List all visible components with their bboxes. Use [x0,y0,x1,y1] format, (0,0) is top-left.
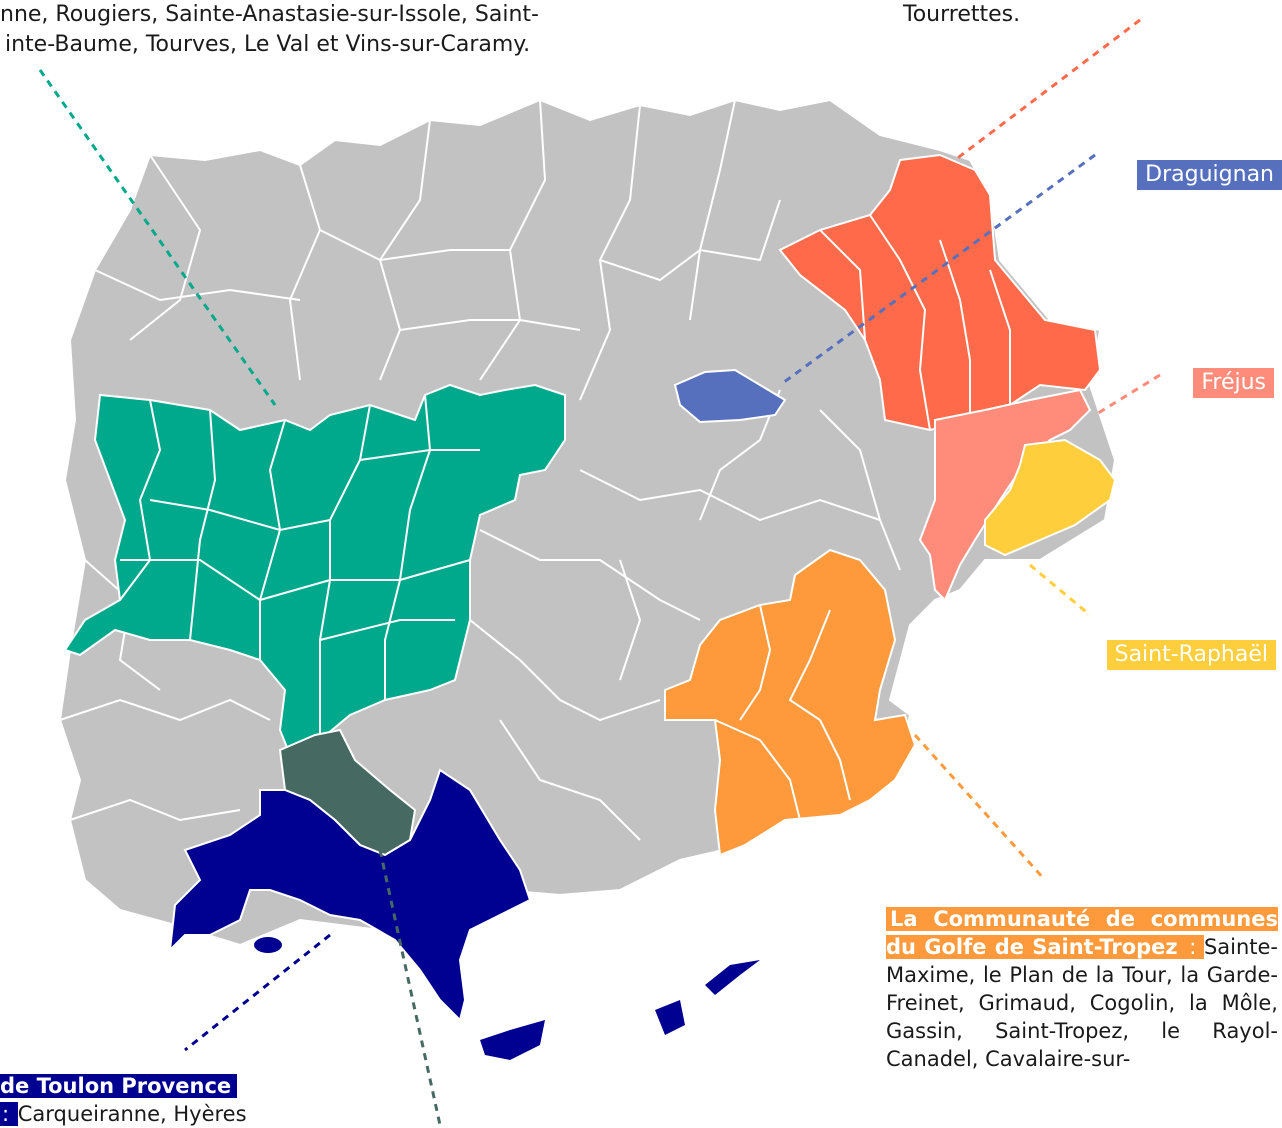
leader-golfe [913,733,1047,882]
island-toulon-1 [254,937,282,953]
leader-frejus [1094,373,1161,417]
provence-verte-caption: nne, Rougiers, Sainte-Anastasie-sur-Isso… [0,0,615,60]
toulon-provence-caption: de Toulon Provence : Carqueiranne, Hyère… [0,1072,420,1128]
region-draguignan [673,368,787,424]
leader-toulon-sub [378,849,442,1125]
leader-toulon [184,933,331,1052]
island-levant [705,960,760,995]
toulon-separator: : [0,1102,18,1126]
leader-provence-verte [38,69,277,406]
golfe-saint-tropez-caption: La Communauté de communes du Golfe de Sa… [886,905,1278,1073]
region-golfe-saint-tropez [664,548,917,857]
provence-verte-borders [119,394,480,740]
region-provence-verte [63,383,566,757]
leader-saint-raphael [1029,563,1091,617]
golfe-separator: : [1181,935,1204,959]
toulon-heading: de Toulon Provence [0,1074,238,1098]
provence-verte-caption-line2: inte-Baume, Tourves, Le Val et Vins-sur-… [5,32,531,57]
label-frejus: Fréjus [1193,368,1274,398]
esterel-caption: Tourrettes. [903,2,1021,27]
toulon-members: Carqueiranne, Hyères [17,1102,247,1126]
label-saint-raphael: Saint-Raphaël [1106,640,1276,670]
leader-lines [38,18,1161,1125]
esterel-borders [819,214,1011,431]
island-port-cros [655,1000,685,1035]
provence-verte-caption-line1: nne, Rougiers, Sainte-Anastasie-sur-Isso… [0,2,539,27]
label-draguignan: Draguignan [1137,160,1282,190]
island-porquerolles [480,1020,545,1060]
region-toulon-provence [168,768,532,1022]
leader-draguignan [779,153,1096,387]
leader-esterel [954,18,1141,162]
golfe-borders [714,604,851,821]
region-saint-raphael [984,438,1117,557]
golfe-members: Sainte-Maxime, le Plan de la Tour, la Ga… [886,935,1279,1071]
